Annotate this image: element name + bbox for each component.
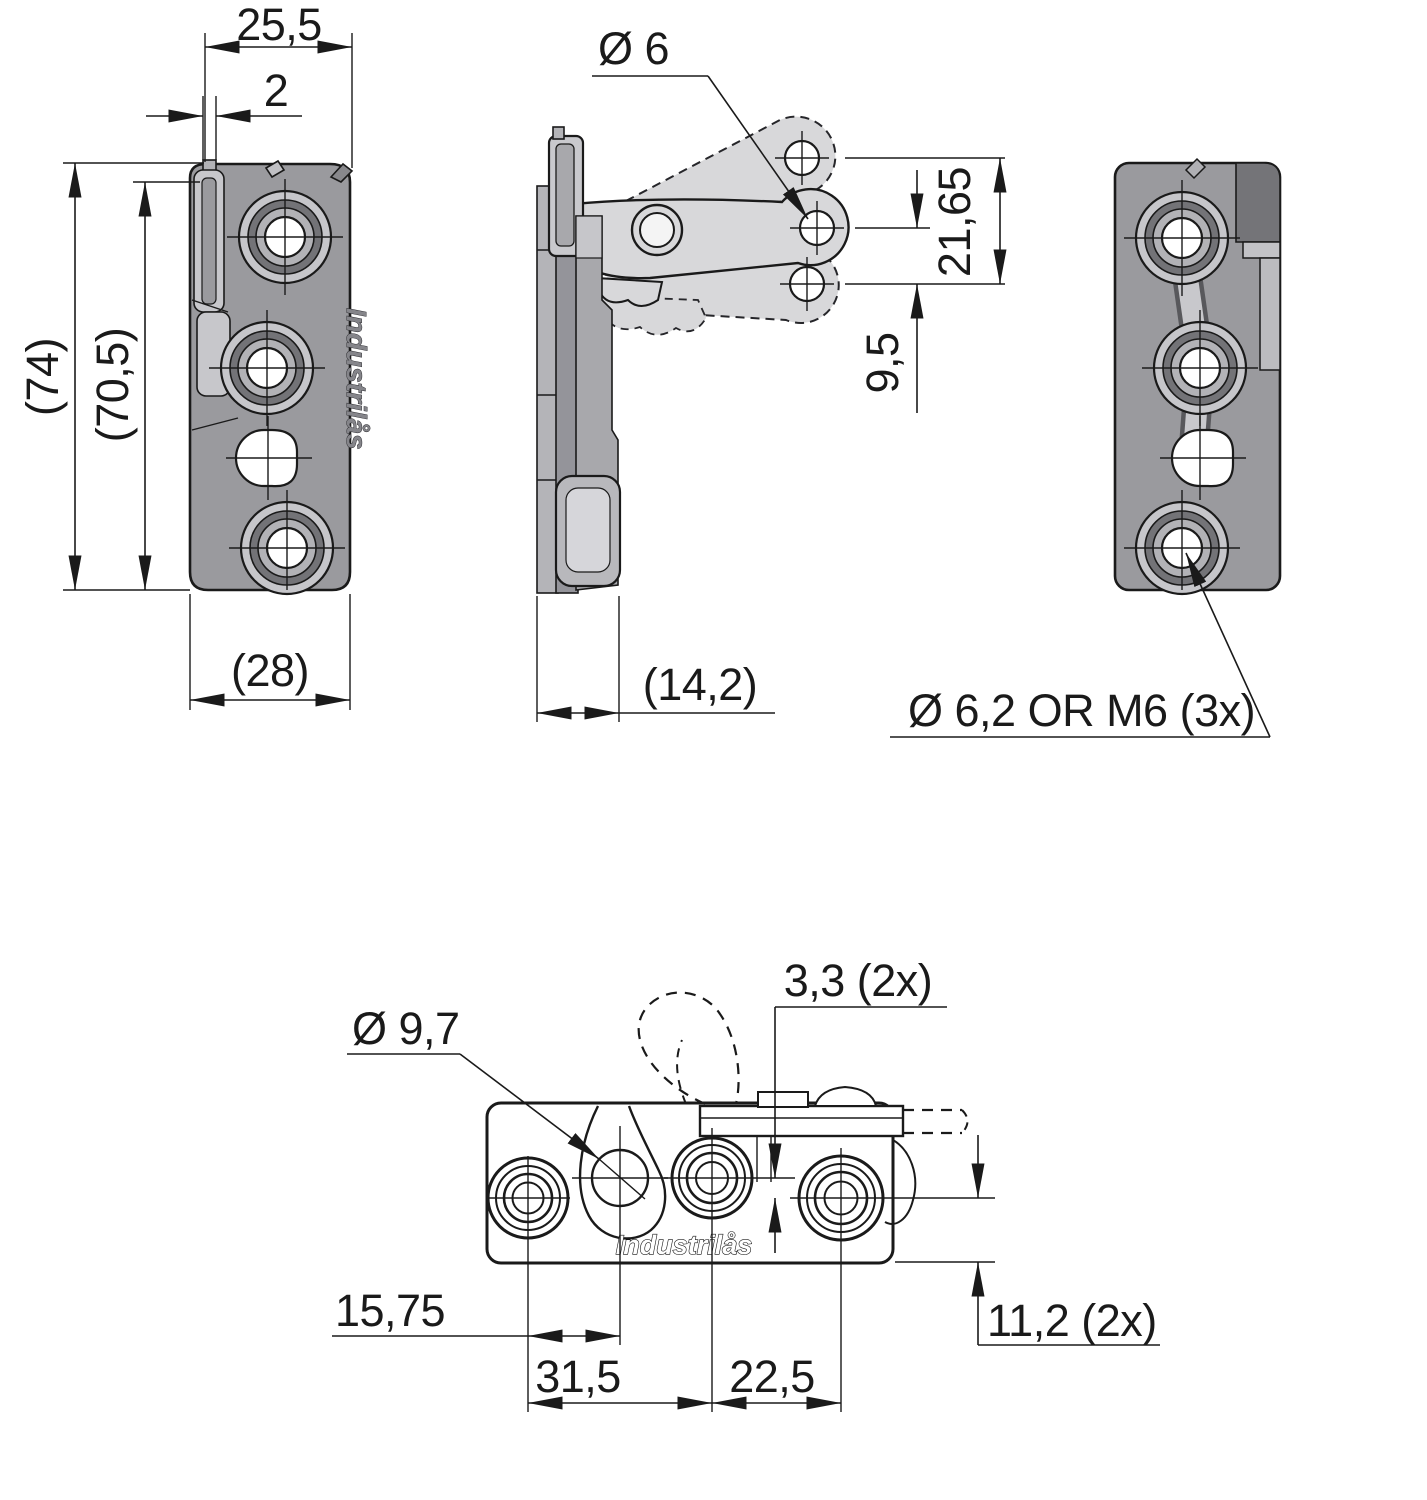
dim-arm-travel-lower: 9,5 — [857, 332, 908, 393]
rear-pin — [1184, 157, 1207, 180]
arm-hole-up — [775, 131, 829, 185]
dim-center-offset: 3,3 (2x) — [784, 955, 933, 1006]
dim-front-top-width: 25,5 — [236, 0, 322, 50]
side-dimensions: Ø 6 21,65 9,5 (14,2) — [536, 23, 1007, 722]
front-pin — [264, 159, 286, 179]
dim-hole-pitch-right: 22,5 — [729, 1351, 815, 1402]
rear-knuckle-block — [1235, 162, 1281, 243]
latch-bar — [698, 1085, 969, 1225]
dim-mounting-holes: Ø 6,2 OR M6 (3x) — [908, 685, 1255, 736]
side-arm-positions — [566, 115, 850, 336]
rear-boss-middle — [1142, 310, 1258, 426]
brand-logo-front: Industrilås — [341, 308, 372, 450]
dim-slot-to-hole: 15,75 — [335, 1285, 445, 1336]
arm-hole-mid — [790, 201, 844, 255]
dim-hole-pitch-left: 31,5 — [535, 1351, 621, 1402]
front-boss-top — [227, 179, 343, 295]
brand-logo-bottom: Industrilås — [616, 1230, 753, 1260]
bottom-dimensions: Ø 9,7 3,3 (2x) 15,75 31,5 22,5 11,2 (2x) — [332, 955, 1160, 1412]
rear-keyhole-slot — [1160, 416, 1246, 500]
rear-boss-top — [1124, 180, 1240, 296]
phantom-handle-loop — [637, 991, 740, 1106]
rear-dimensions: Ø 6,2 OR M6 (3x) — [890, 552, 1271, 738]
latch-hook — [884, 1139, 917, 1225]
front-latch-hook — [329, 162, 354, 183]
arm-hole-down — [780, 257, 834, 311]
front-part-body: Industrilås — [188, 159, 372, 596]
front-view: Industrilås 25,5 2 (74) (70,5) — [17, 0, 372, 710]
front-keyhole-slot — [226, 416, 312, 500]
dim-body-depth: (14,2) — [643, 659, 758, 710]
front-boss-bottom — [229, 490, 345, 596]
dim-front-flange-height: (70,5) — [87, 328, 138, 443]
dim-front-flange-thickness: 2 — [264, 65, 289, 116]
dim-hole-to-edge: 11,2 (2x) — [987, 1295, 1157, 1346]
dim-arm-travel-upper: 21,65 — [929, 167, 980, 277]
dim-front-overall-height: (74) — [17, 338, 68, 416]
dim-slot-diameter: Ø 9,7 — [352, 1003, 460, 1054]
rear-view: Ø 6,2 OR M6 (3x) — [890, 157, 1282, 738]
side-view: Ø 6 21,65 9,5 (14,2) — [536, 23, 1007, 722]
rear-part-body — [1113, 157, 1282, 596]
bottom-view: Industrilås Ø 9,7 3,3 (2x) 15,75 — [332, 955, 1160, 1412]
front-boss-middle — [209, 310, 325, 426]
front-dimensions: 25,5 2 (74) (70,5) (28) — [17, 0, 353, 710]
dim-front-body-width: (28) — [231, 645, 309, 696]
side-bracket-profile — [536, 126, 622, 594]
dim-arm-hole-diameter: Ø 6 — [598, 23, 669, 74]
